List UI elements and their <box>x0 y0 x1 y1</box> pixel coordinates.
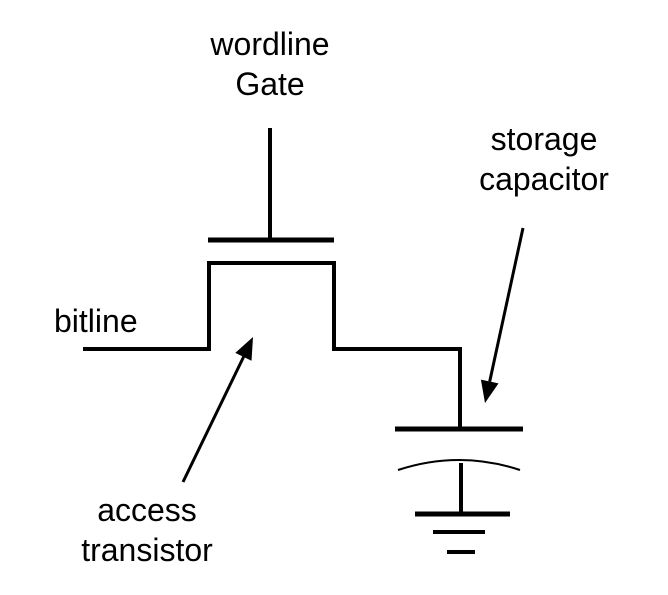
wordline-label-line2: Gate <box>235 66 305 102</box>
access-transistor-arrow <box>181 337 253 483</box>
storage-capacitor-arrow-shaft <box>488 227 525 382</box>
bitline-channel-wire <box>83 261 462 428</box>
wordline-gate-label: wordline Gate <box>120 24 420 104</box>
access-transistor-label-line1: access <box>97 492 197 528</box>
wordline-label-line1: wordline <box>210 26 330 62</box>
access-transistor-label-line2: transistor <box>81 532 213 568</box>
storage-capacitor-arrow <box>480 227 525 403</box>
storage-capacitor-label-line2: capacitor <box>479 161 609 197</box>
bitline-label-text: bitline <box>54 303 138 339</box>
capacitor-bottom-plate-arc <box>397 459 521 471</box>
bitline-label: bitline <box>54 301 138 341</box>
access-transistor-arrow-shaft <box>181 355 246 483</box>
storage-capacitor-arrowhead-icon <box>480 379 499 403</box>
access-transistor-label: access transistor <box>0 490 297 570</box>
access-transistor-arrowhead-icon <box>235 337 253 361</box>
storage-capacitor-label-line1: storage <box>490 121 598 157</box>
storage-capacitor-label: storage capacitor <box>394 119 668 199</box>
